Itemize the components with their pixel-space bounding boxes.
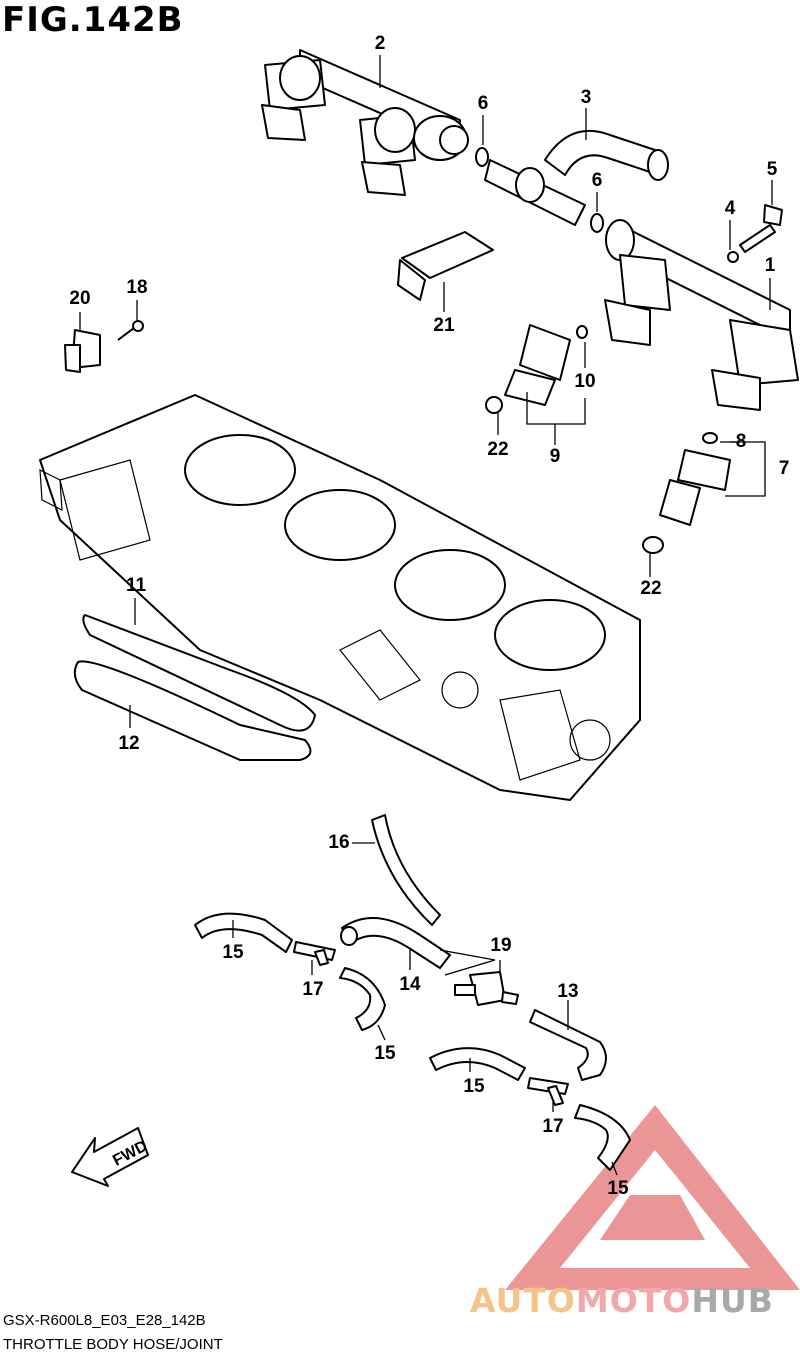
watermark-logo xyxy=(505,1105,800,1290)
rail-clamp xyxy=(397,231,494,301)
callout-6: 6 xyxy=(591,170,603,191)
fuel-rail-lower xyxy=(604,219,799,411)
callout-17: 17 xyxy=(542,1116,564,1137)
callout-19: 19 xyxy=(490,935,512,956)
callout-17: 17 xyxy=(302,979,324,1000)
callout-6: 6 xyxy=(477,93,489,114)
fuel-connector-pipe xyxy=(475,147,604,233)
hose-15-c xyxy=(429,1047,526,1081)
hose-13 xyxy=(529,1009,607,1081)
callout-8: 8 xyxy=(735,431,747,452)
vacuum-hose-12 xyxy=(73,660,312,761)
callout-15: 15 xyxy=(222,942,244,963)
injector-upper xyxy=(485,324,588,414)
fuel-rail-upper xyxy=(261,49,469,196)
bolt xyxy=(727,204,783,263)
callout-10: 10 xyxy=(574,371,596,392)
callout-15: 15 xyxy=(607,1178,629,1199)
figure-title: FIG.142B xyxy=(2,0,184,40)
watermark-auto: AUTO xyxy=(470,1281,576,1320)
fwd-arrow xyxy=(71,1127,149,1187)
watermark-hub: HUB xyxy=(691,1281,774,1320)
callout-20: 20 xyxy=(69,288,91,309)
watermark-brand: AUTOMOTOHUB xyxy=(470,1281,774,1320)
hose-15-b xyxy=(339,967,386,1031)
callout-22: 22 xyxy=(487,439,509,460)
joint-19 xyxy=(454,971,519,1006)
callout-14: 14 xyxy=(399,974,421,995)
callout-12: 12 xyxy=(118,733,140,754)
joint-17-b xyxy=(527,1077,569,1106)
hose-14 xyxy=(340,917,451,969)
hose-15-a xyxy=(194,912,293,953)
callout-21: 21 xyxy=(433,315,455,336)
leader-lines xyxy=(79,55,773,1176)
joint-17-a xyxy=(293,941,336,966)
callout-5: 5 xyxy=(766,159,778,180)
callout-1: 1 xyxy=(764,255,776,276)
callout-2: 2 xyxy=(374,33,386,54)
hose-16 xyxy=(371,814,441,926)
callout-7: 7 xyxy=(778,458,790,479)
section-name: THROTTLE BODY HOSE/JOINT xyxy=(3,1336,223,1353)
watermark-moto: MOTO xyxy=(575,1281,692,1320)
hose-15-d xyxy=(574,1104,631,1171)
model-code: GSX-R600L8_E03_E28_142B xyxy=(3,1312,206,1329)
callout-9: 9 xyxy=(549,446,561,467)
callout-18: 18 xyxy=(126,277,148,298)
sensor xyxy=(64,320,144,373)
vacuum-hose-11 xyxy=(82,614,316,732)
callout-22: 22 xyxy=(640,578,662,599)
callout-16: 16 xyxy=(328,832,350,853)
callout-13: 13 xyxy=(557,981,579,1002)
injector-lower xyxy=(642,432,731,554)
callout-15: 15 xyxy=(374,1043,396,1064)
callout-4: 4 xyxy=(724,198,736,219)
fuel-hose-joint xyxy=(544,129,669,181)
callout-3: 3 xyxy=(580,87,592,108)
callout-15: 15 xyxy=(463,1076,485,1097)
throttle-body xyxy=(39,394,641,801)
callout-11: 11 xyxy=(125,575,147,596)
